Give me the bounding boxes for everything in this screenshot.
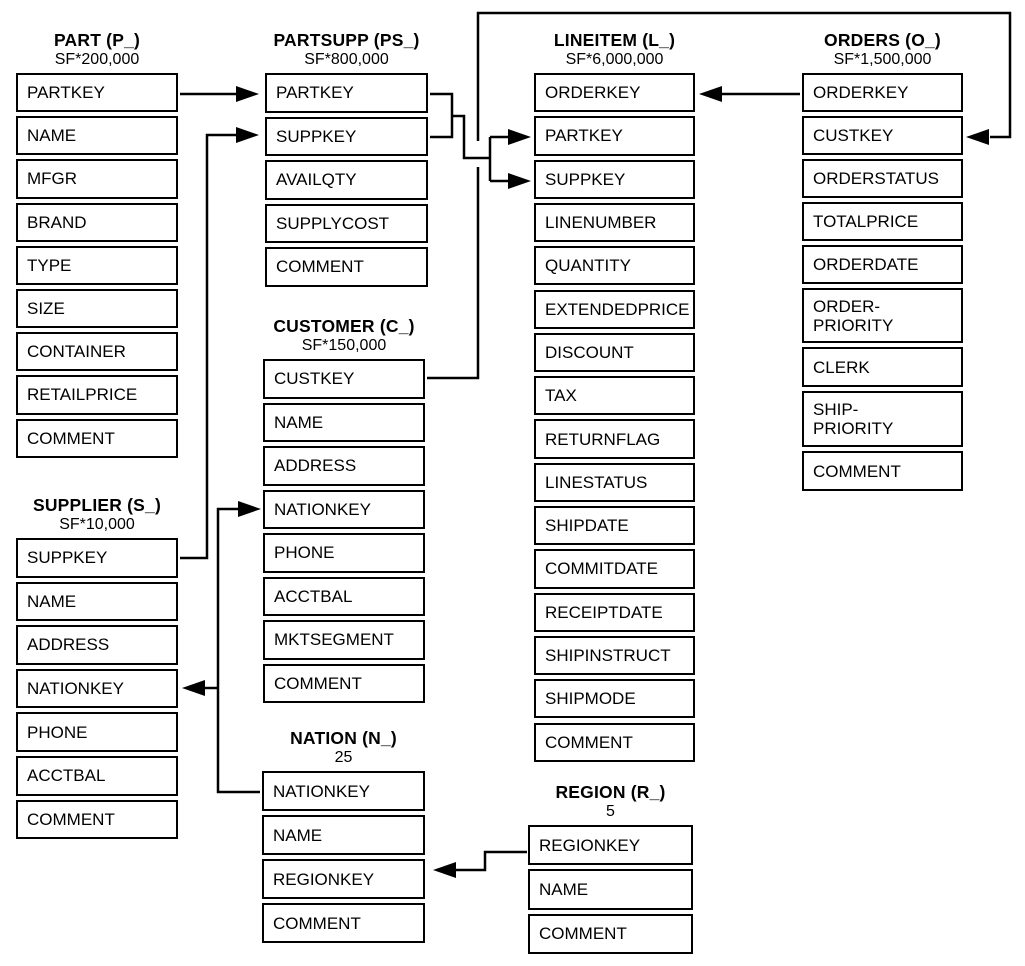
orders-field-custkey: CUSTKEY	[802, 116, 963, 155]
arrowhead-icon	[699, 86, 722, 102]
customer-field-address: ADDRESS	[263, 446, 425, 486]
orders-field-orderdate: ORDERDATE	[802, 245, 963, 284]
table-supplier-title: SUPPLIER (S_)	[32, 495, 162, 515]
arrowhead-icon	[238, 501, 261, 517]
supplier-field-suppkey: SUPPKEY	[16, 538, 178, 578]
table-partsupp-title: PARTSUPP (PS_)	[273, 30, 420, 50]
arrowhead-icon	[433, 862, 456, 878]
table-lineitem-title: LINEITEM (L_)	[553, 30, 676, 50]
nation-field-name: NAME	[262, 815, 425, 855]
lineitem-field-orderkey: ORDERKEY	[534, 73, 695, 113]
connector-supplier-suppkey--partsupp-suppkey	[180, 127, 259, 560]
table-supplier-cardinality: SF*10,000	[59, 516, 135, 533]
arrowhead-icon	[236, 127, 259, 143]
connector-nation-nationkey--customer-nationkey	[216, 501, 261, 794]
arrowhead-icon	[966, 129, 989, 145]
customer-field-custkey: CUSTKEY	[263, 359, 425, 399]
nation-field-comment: COMMENT	[262, 903, 425, 943]
customer-field-acctbal: ACCTBAL	[263, 576, 425, 616]
customer-field-nationkey: NATIONKEY	[263, 489, 425, 529]
table-nation-title: NATION (N_)	[290, 728, 397, 748]
nation-field-nationkey: NATIONKEY	[262, 771, 425, 811]
table-orders-cardinality: SF*1,500,000	[833, 51, 932, 68]
table-partsupp-cardinality: SF*800,000	[304, 51, 389, 68]
orders-field-order-priority: ORDER- PRIORITY	[802, 288, 963, 343]
table-nation-cardinality: 25	[334, 749, 353, 766]
lineitem-field-linenumber: LINENUMBER	[534, 202, 695, 243]
part-field-partkey: PARTKEY	[16, 73, 178, 113]
part-field-container: CONTAINER	[16, 332, 178, 372]
lineitem-field-receiptdate: RECEIPTDATE	[534, 592, 695, 632]
arrowhead-icon	[182, 680, 205, 696]
table-customer-title: CUSTOMER (C_)	[273, 316, 415, 336]
customer-field-name: NAME	[263, 402, 425, 442]
supplier-field-name: NAME	[16, 581, 178, 622]
table-customer-cardinality: SF*150,000	[301, 337, 387, 354]
part-field-retailprice: RETAILPRICE	[16, 375, 178, 415]
partsupp-field-comment: COMMENT	[265, 247, 428, 287]
lineitem-field-quantity: QUANTITY	[534, 246, 695, 286]
customer-field-phone: PHONE	[263, 533, 425, 573]
table-region-cardinality: 5	[606, 803, 615, 820]
part-field-type: TYPE	[16, 245, 178, 285]
customer-field-comment: COMMENT	[263, 663, 425, 703]
customer-field-mktsegment: MKTSEGMENT	[263, 620, 425, 660]
lineitem-field-tax: TAX	[534, 376, 695, 416]
region-field-comment: COMMENT	[528, 913, 693, 954]
lineitem-field-shipinstruct: SHIPINSTRUCT	[534, 635, 695, 676]
region-field-regionkey: REGIONKEY	[528, 825, 693, 866]
connector-nation-nationkey--supplier-nationkey	[182, 680, 218, 696]
supplier-field-acctbal: ACCTBAL	[16, 756, 178, 796]
supplier-field-phone: PHONE	[16, 712, 178, 752]
lineitem-field-shipmode: SHIPMODE	[534, 679, 695, 719]
orders-field-orderstatus: ORDERSTATUS	[802, 159, 963, 198]
supplier-field-comment: COMMENT	[16, 799, 178, 840]
table-part-title: PART (P_)	[53, 30, 141, 50]
supplier-field-nationkey: NATIONKEY	[16, 668, 178, 709]
lineitem-field-shipdate: SHIPDATE	[534, 506, 695, 546]
lineitem-field-extendedprice: EXTENDEDPRICE	[534, 289, 695, 329]
lineitem-field-returnflag: RETURNFLAG	[534, 419, 695, 459]
part-field-comment: COMMENT	[16, 418, 178, 458]
nation-field-regionkey: REGIONKEY	[262, 859, 425, 899]
orders-field-totalprice: TOTALPRICE	[802, 202, 963, 241]
lineitem-field-suppkey: SUPPKEY	[534, 159, 695, 199]
partsupp-field-supplycost: SUPPLYCOST	[265, 203, 428, 243]
lineitem-field-partkey: PARTKEY	[534, 116, 695, 156]
partsupp-field-partkey: PARTKEY	[265, 73, 428, 113]
table-lineitem-cardinality: SF*6,000,000	[565, 51, 664, 68]
supplier-field-address: ADDRESS	[16, 625, 178, 665]
connector-region-regionkey--nation-regionkey	[433, 850, 527, 878]
table-part-cardinality: SF*200,000	[54, 51, 140, 68]
part-field-mfgr: MFGR	[16, 159, 178, 199]
partsupp-field-availqty: AVAILQTY	[265, 160, 428, 200]
connector-partsupp-keys--lineitem-keys	[430, 92, 531, 189]
lineitem-field-commitdate: COMMITDATE	[534, 549, 695, 589]
region-field-name: NAME	[528, 869, 693, 910]
part-field-size: SIZE	[16, 289, 178, 329]
table-orders-title: ORDERS (O_)	[824, 30, 941, 50]
lineitem-field-comment: COMMENT	[534, 722, 695, 762]
orders-field-ship-priority: SHIP- PRIORITY	[802, 391, 963, 447]
arrowhead-icon	[508, 129, 531, 145]
orders-field-comment: COMMENT	[802, 451, 963, 491]
arrowhead-icon	[508, 173, 531, 189]
connector-part-partkey--partsupp-partkey	[180, 86, 259, 102]
arrowhead-icon	[236, 86, 259, 102]
partsupp-field-suppkey: SUPPKEY	[265, 116, 428, 156]
lineitem-field-linestatus: LINESTATUS	[534, 462, 695, 502]
orders-field-orderkey: ORDERKEY	[802, 73, 963, 112]
part-field-brand: BRAND	[16, 202, 178, 242]
table-region-title: REGION (R_)	[555, 782, 666, 802]
lineitem-field-discount: DISCOUNT	[534, 332, 695, 373]
orders-field-clerk: CLERK	[802, 347, 963, 387]
part-field-name: NAME	[16, 116, 178, 156]
connector-orders-orderkey--lineitem-orderkey	[699, 86, 800, 102]
